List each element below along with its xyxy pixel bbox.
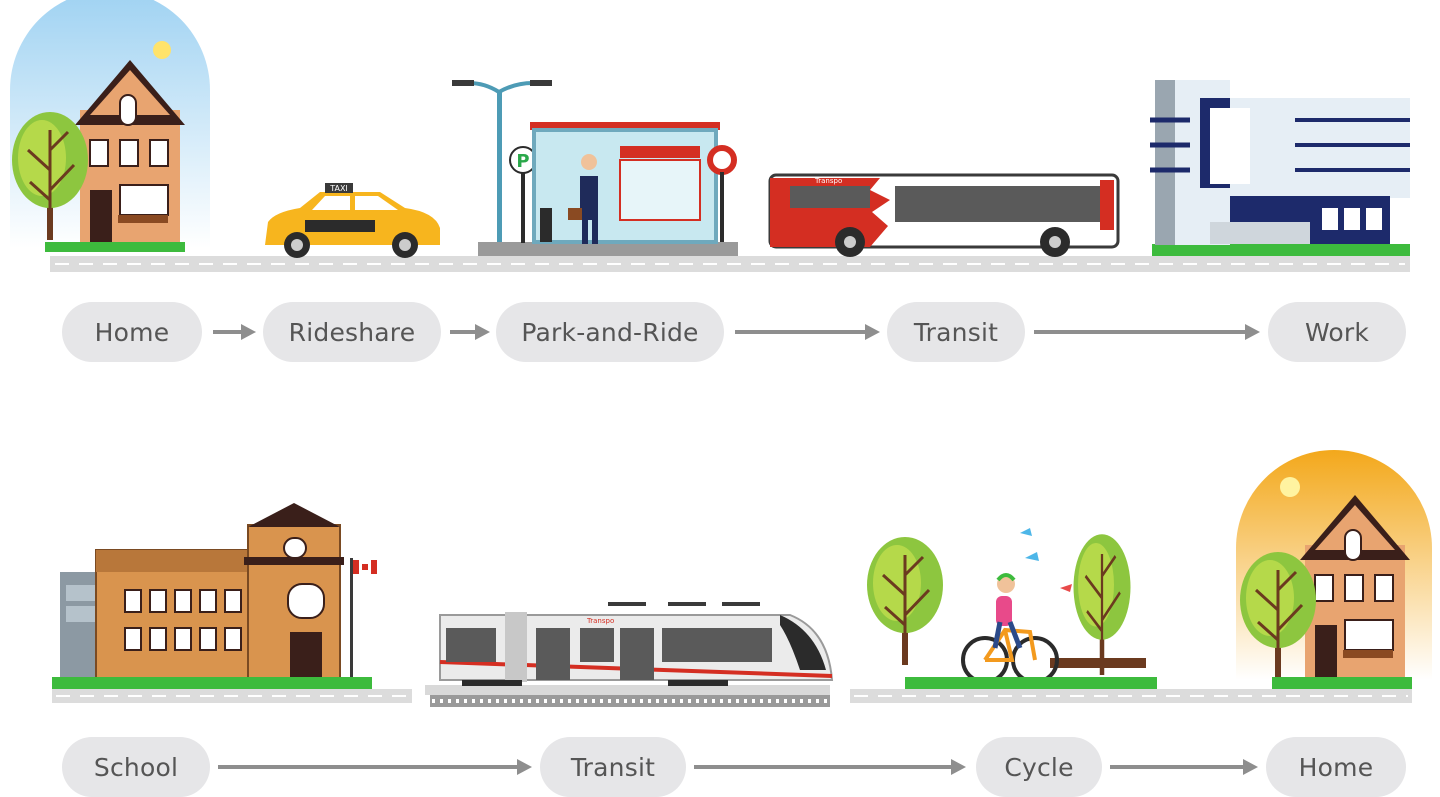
parking-sign: P	[516, 151, 529, 172]
train-icon: Transpo	[425, 602, 834, 707]
node-home: Home	[62, 302, 202, 362]
arrow	[213, 324, 256, 340]
arrow	[218, 759, 532, 775]
bus-icon: Transpo	[768, 173, 1120, 257]
park-and-ride-station-icon: P	[452, 80, 737, 244]
arrow	[694, 759, 966, 775]
node-transit: Transit	[887, 302, 1025, 362]
node-park-and-ride: Park-and-Ride	[496, 302, 724, 362]
school-building-icon	[60, 503, 377, 679]
bus-brand: Transpo	[814, 177, 842, 185]
node-work: Work	[1268, 302, 1406, 362]
train-brand: Transpo	[586, 617, 614, 625]
node-school: School	[62, 737, 210, 797]
taxi-sign: TAXI	[329, 184, 348, 193]
arrow	[735, 324, 880, 340]
node-rideshare: Rideshare	[263, 302, 441, 362]
node-home-2: Home	[1266, 737, 1406, 797]
road-row-2	[52, 677, 1412, 703]
cycle-park-scene-icon	[865, 528, 1146, 684]
arrow	[450, 324, 490, 340]
arrow	[1110, 759, 1258, 775]
node-transit-2: Transit	[540, 737, 686, 797]
taxi-icon: TAXI	[265, 183, 440, 258]
node-cycle: Cycle	[976, 737, 1102, 797]
office-building-icon	[1150, 80, 1410, 245]
arrow	[1034, 324, 1260, 340]
road-row-1	[45, 242, 1410, 272]
